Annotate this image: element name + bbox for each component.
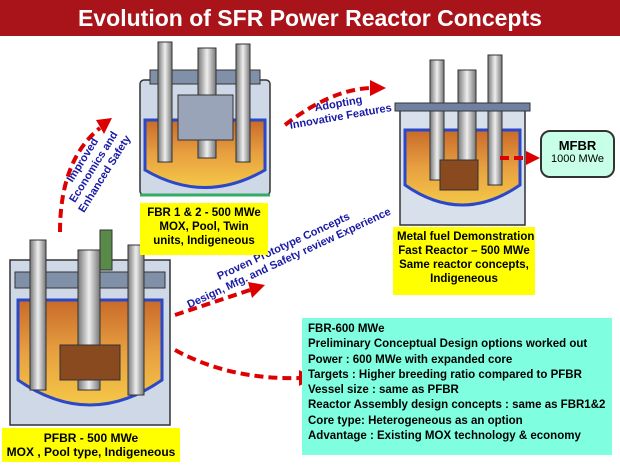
- fbr600-description: FBR-600 MWe Preliminary Conceptual Desig…: [302, 318, 612, 455]
- page-title: Evolution of SFR Power Reactor Concepts: [0, 0, 620, 36]
- pfbr-label: PFBR - 500 MWe MOX , Pool type, Indigene…: [2, 428, 180, 462]
- arrow-to-metal-fuel: [283, 86, 371, 127]
- fbr-1-2-reactor-image: [139, 41, 271, 197]
- arrow-to-fbr600: [174, 348, 301, 381]
- metal-fuel-reactor-image: [394, 54, 531, 226]
- pfbr-reactor-image: [9, 229, 171, 426]
- mfbr-box: MFBR 1000 MWe: [540, 130, 615, 178]
- metal-fuel-label: Metal fuel Demonstration Fast Reactor – …: [393, 227, 535, 295]
- arrow-pfbr-to-fbr12: [58, 126, 102, 233]
- fbr12-label: FBR 1 & 2 - 500 MWe MOX, Pool, Twin unit…: [140, 203, 268, 255]
